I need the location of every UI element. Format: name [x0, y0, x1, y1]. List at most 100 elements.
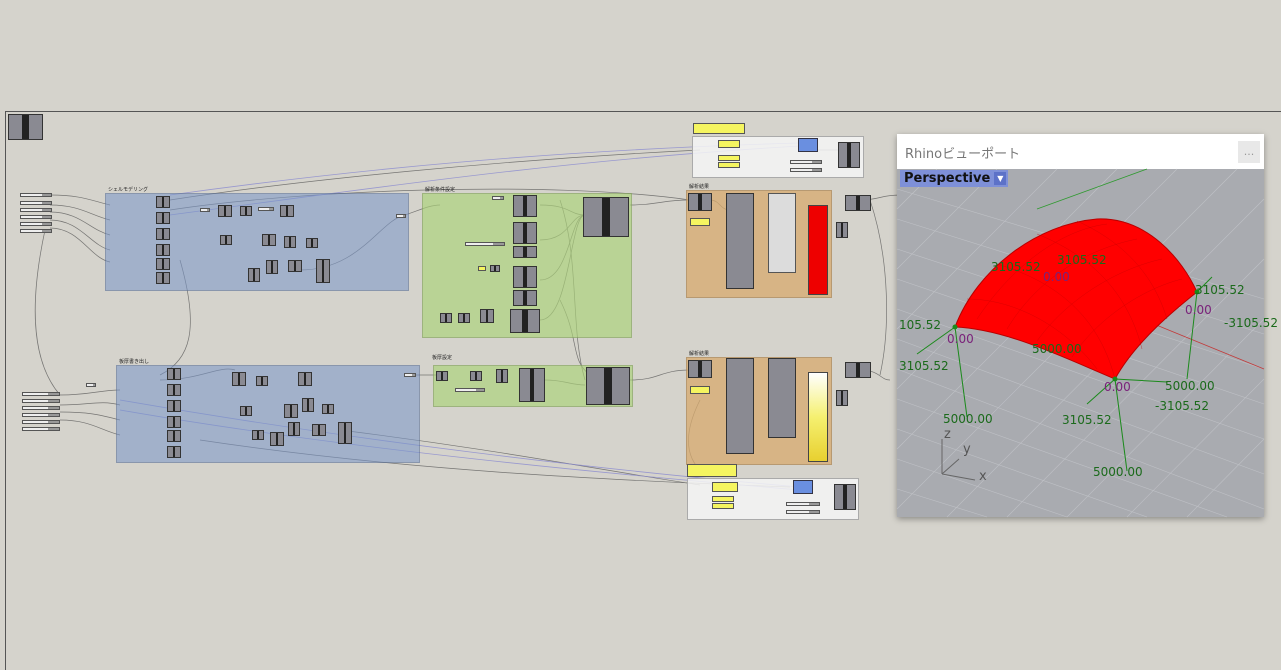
number-slider[interactable] — [258, 207, 274, 211]
number-slider[interactable] — [22, 427, 60, 431]
gh-component[interactable] — [688, 193, 712, 211]
gh-component[interactable] — [513, 195, 537, 217]
gh-component[interactable] — [167, 384, 181, 396]
canvas-widget[interactable] — [8, 114, 43, 140]
gh-component[interactable] — [480, 309, 494, 323]
gh-component[interactable] — [490, 265, 500, 272]
number-slider[interactable] — [20, 222, 52, 226]
gh-component[interactable] — [834, 484, 856, 510]
gh-component[interactable] — [156, 212, 170, 224]
number-slider[interactable] — [20, 208, 52, 212]
gh-component[interactable] — [284, 236, 296, 248]
gh-component[interactable] — [167, 368, 181, 380]
yellow-panel[interactable] — [718, 162, 740, 168]
gh-component[interactable] — [248, 268, 260, 282]
number-slider[interactable] — [22, 413, 60, 417]
gh-component[interactable] — [252, 430, 264, 440]
gh-component[interactable] — [510, 309, 540, 333]
gh-component[interactable] — [836, 222, 848, 238]
number-slider[interactable] — [786, 502, 820, 506]
yellow-panel[interactable] — [718, 155, 740, 161]
gh-component[interactable] — [156, 272, 170, 284]
yellow-panel[interactable] — [693, 123, 745, 134]
gh-component[interactable] — [284, 404, 298, 418]
gh-component[interactable] — [240, 406, 252, 416]
gh-component[interactable] — [288, 422, 300, 436]
boolean-toggle[interactable] — [798, 138, 818, 152]
gh-component[interactable] — [458, 313, 470, 323]
number-slider[interactable] — [492, 196, 504, 200]
gh-component[interactable] — [688, 360, 712, 378]
gh-component[interactable] — [316, 259, 330, 283]
gh-component[interactable] — [338, 422, 352, 444]
gh-component[interactable] — [167, 400, 181, 412]
gh-component[interactable] — [270, 432, 284, 446]
number-slider[interactable] — [455, 388, 485, 392]
view-name-tab[interactable]: Perspective ▼ — [900, 170, 1009, 187]
yellow-panel[interactable] — [718, 140, 740, 148]
gh-component[interactable] — [240, 206, 252, 216]
gh-component[interactable] — [513, 266, 537, 288]
gh-component[interactable] — [167, 430, 181, 442]
number-slider[interactable] — [22, 392, 60, 396]
yellow-panel[interactable] — [687, 464, 737, 477]
number-slider[interactable] — [20, 193, 52, 197]
gh-component[interactable] — [266, 260, 278, 274]
yellow-panel[interactable] — [712, 503, 734, 509]
number-slider[interactable] — [22, 406, 60, 410]
number-slider[interactable] — [790, 168, 822, 172]
gh-component[interactable] — [322, 404, 334, 414]
gh-component[interactable] — [306, 238, 318, 248]
number-slider[interactable] — [200, 208, 210, 212]
yellow-panel[interactable] — [712, 482, 738, 492]
gh-component[interactable] — [513, 290, 537, 306]
gh-component[interactable] — [220, 235, 232, 245]
gh-component[interactable] — [519, 368, 545, 402]
number-slider[interactable] — [790, 160, 822, 164]
number-slider[interactable] — [22, 420, 60, 424]
rhino-viewport-window[interactable]: Rhinoビューポート ... — [896, 134, 1278, 518]
gh-component[interactable] — [262, 234, 276, 246]
gh-component[interactable] — [836, 390, 848, 406]
panel-list[interactable] — [768, 193, 796, 273]
gh-component[interactable] — [156, 228, 170, 240]
gh-component[interactable] — [280, 205, 294, 217]
number-slider[interactable] — [20, 201, 52, 205]
gh-component[interactable] — [256, 376, 268, 386]
yellow-panel[interactable] — [690, 218, 710, 226]
gh-component[interactable] — [167, 446, 181, 458]
group-thickness-export[interactable]: 板厚書き出し — [116, 359, 420, 463]
gh-component-large[interactable] — [586, 367, 630, 405]
number-slider[interactable] — [86, 383, 96, 387]
gh-component[interactable] — [496, 369, 508, 383]
panel-list[interactable] — [726, 193, 754, 289]
viewport-canvas[interactable]: 3105.52 3105.52 0.00 3105.52 0.00 -3105.… — [896, 168, 1278, 518]
gh-component[interactable] — [838, 142, 860, 168]
number-slider[interactable] — [404, 373, 416, 377]
panel-list[interactable] — [768, 358, 796, 438]
gh-component[interactable] — [156, 244, 170, 256]
gh-component-large[interactable] — [583, 197, 629, 237]
gh-component[interactable] — [156, 258, 170, 270]
gh-component[interactable] — [302, 398, 314, 412]
panel-list[interactable] — [726, 358, 754, 454]
yellow-panel[interactable] — [712, 496, 734, 502]
yellow-panel[interactable] — [478, 266, 486, 271]
gh-component[interactable] — [288, 260, 302, 272]
number-slider[interactable] — [20, 215, 52, 219]
gh-component[interactable] — [298, 372, 312, 386]
viewport-menu-button[interactable]: ... — [1238, 141, 1260, 163]
gh-component[interactable] — [470, 371, 482, 381]
chevron-down-icon[interactable]: ▼ — [994, 172, 1007, 185]
number-slider[interactable] — [396, 214, 406, 218]
gh-component[interactable] — [232, 372, 246, 386]
gh-component[interactable] — [513, 246, 537, 258]
yellow-panel[interactable] — [690, 386, 710, 394]
gh-component[interactable] — [436, 371, 448, 381]
number-slider[interactable] — [22, 399, 60, 403]
gh-component[interactable] — [156, 196, 170, 208]
gh-component[interactable] — [440, 313, 452, 323]
gh-component[interactable] — [845, 195, 871, 211]
gh-component[interactable] — [218, 205, 232, 217]
boolean-toggle[interactable] — [793, 480, 813, 494]
